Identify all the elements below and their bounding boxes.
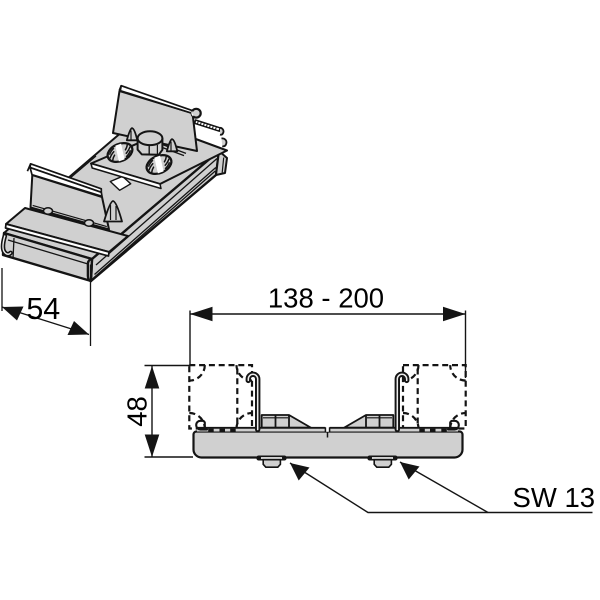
svg-text:48: 48 (122, 396, 153, 427)
svg-text:138 - 200: 138 - 200 (268, 283, 384, 314)
svg-text:SW 13: SW 13 (513, 482, 596, 513)
svg-text:54: 54 (26, 292, 60, 326)
